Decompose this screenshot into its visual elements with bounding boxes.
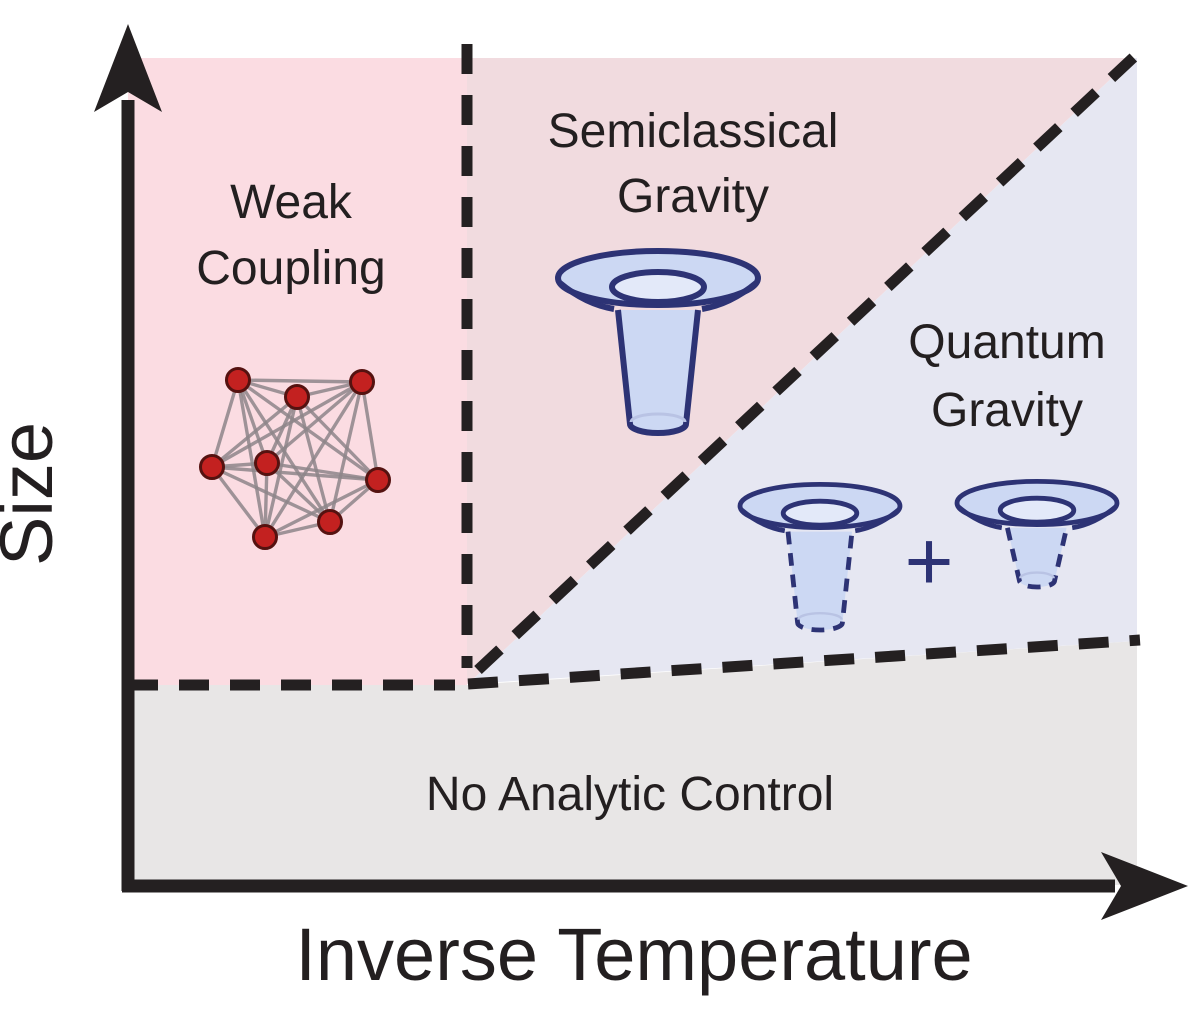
axes <box>94 24 1188 920</box>
funnel-fold-left <box>957 505 1003 531</box>
graph-node <box>284 384 310 410</box>
funnel-fold-right <box>854 508 900 534</box>
y-axis-arrowhead <box>94 24 162 112</box>
region-labels: Weak Coupling Semiclassical Gravity Quan… <box>196 105 1105 821</box>
wormhole-funnel-quantum-left <box>737 481 903 633</box>
graph-node <box>252 524 278 550</box>
graph-edge <box>360 381 380 481</box>
graph-edge <box>210 395 299 469</box>
graph-edge <box>263 381 364 538</box>
phase-boundaries <box>128 44 1141 691</box>
graph-edge <box>265 380 364 465</box>
x-axis-arrowhead <box>1101 852 1188 920</box>
label-semiclassical-line1: Semiclassical <box>548 105 839 158</box>
graph-edge <box>236 379 267 538</box>
graph-edge <box>210 379 240 468</box>
label-weak-coupling-line1: Weak <box>230 176 353 229</box>
funnel-tube-dashed <box>785 531 855 633</box>
graph-edge <box>236 379 269 464</box>
funnel-fold-right <box>701 280 758 312</box>
label-semiclassical-line2: Gravity <box>617 170 769 223</box>
label-no-analytic-control: No Analytic Control <box>426 768 834 821</box>
funnel-tube <box>615 309 701 436</box>
graph-edge <box>266 461 379 482</box>
boundary-shallow-dashed-line <box>467 634 1141 690</box>
funnel-bottom-arc <box>629 412 687 423</box>
interaction-graph <box>199 367 391 550</box>
funnel-throat <box>609 269 707 305</box>
graph-edge <box>210 465 267 539</box>
wormhole-funnel-quantum-right <box>954 478 1120 590</box>
label-weak-coupling-line2: Coupling <box>196 242 385 295</box>
graph-node <box>317 509 343 535</box>
graph-node <box>199 454 225 480</box>
graph-node <box>254 450 280 476</box>
label-quantum-line2: Gravity <box>931 384 1083 437</box>
funnel-throat <box>780 498 860 528</box>
graph-edge <box>265 461 332 524</box>
region-no-analytic-control <box>128 641 1137 885</box>
funnel-fold-left <box>558 280 615 312</box>
funnel-fold-right <box>1071 505 1117 531</box>
graph-node <box>225 367 251 393</box>
graph-node <box>365 467 391 493</box>
y-axis-label: Size <box>0 422 68 566</box>
label-quantum-line1: Quantum <box>908 316 1105 369</box>
funnel-bottom-arc <box>797 612 843 620</box>
graph-edge <box>211 380 363 469</box>
x-axis-label: Inverse Temperature <box>295 913 972 996</box>
graph-node <box>349 369 375 395</box>
graph-edge <box>264 478 379 539</box>
region-weak-coupling <box>128 58 467 685</box>
graph-edge <box>328 381 364 523</box>
wormhole-funnel-semiclassical <box>555 248 761 436</box>
graph-edge <box>237 378 363 384</box>
funnel-bottom-arc <box>1019 571 1055 579</box>
funnel-tube-dashed <box>1005 527 1069 590</box>
graph-edge <box>211 465 379 482</box>
funnel-fold-left <box>740 508 786 534</box>
funnel-throat <box>997 495 1077 525</box>
plus-symbol: + <box>904 514 953 608</box>
